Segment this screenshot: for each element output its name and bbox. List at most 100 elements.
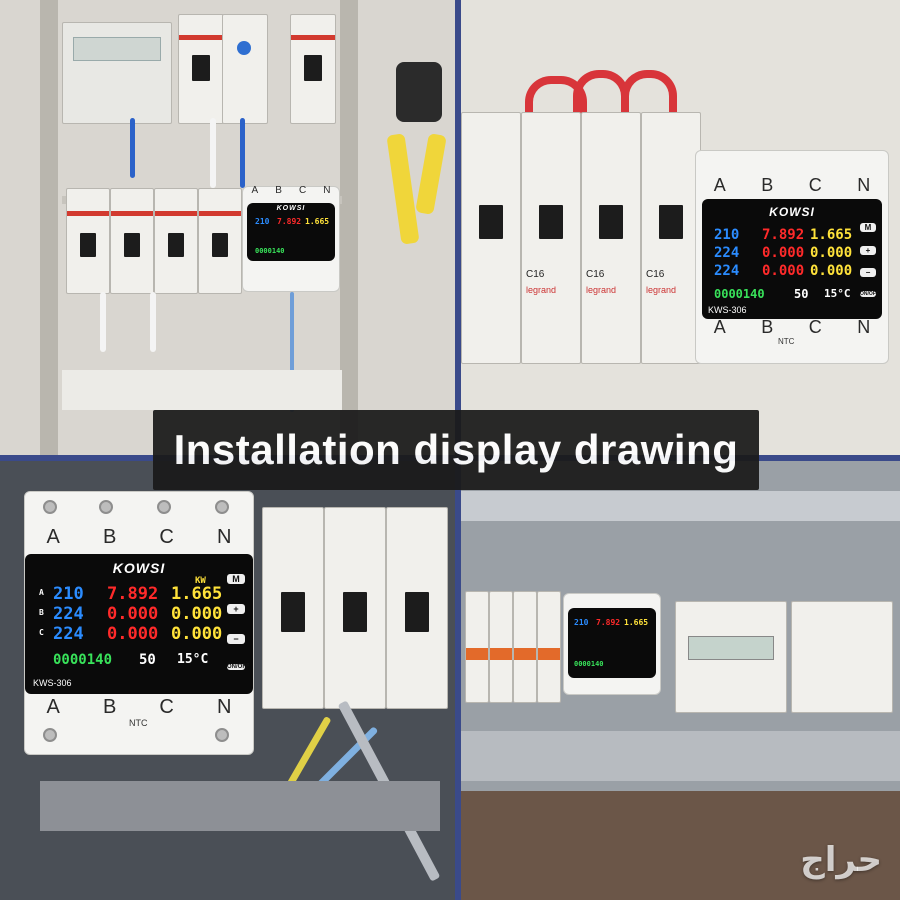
breaker <box>537 591 561 703</box>
photo-panel-top-right: C16 legrand C16 legrand C16 legrand A B … <box>461 0 900 455</box>
wire <box>210 118 216 188</box>
wire <box>130 118 135 178</box>
photo-panel-bottom-right: 210 7.892 1.665 0000140 <box>461 461 900 900</box>
breaker <box>198 188 242 294</box>
current-reading: 7.892 <box>277 217 302 226</box>
energy-meter-module <box>675 601 787 713</box>
current-reading: 0.000 <box>107 624 159 644</box>
kws-306-meter-small: 210 7.892 1.665 0000140 <box>563 593 661 695</box>
temperature-reading: 15°C <box>824 287 851 300</box>
power-reading: 0.000 <box>810 263 853 279</box>
minus-button[interactable]: − <box>227 634 245 644</box>
breaker <box>178 14 224 124</box>
breaker: C16 legrand <box>521 112 581 364</box>
terminal-label: C <box>808 317 822 337</box>
power-reading: 0.000 <box>171 604 223 624</box>
breaker-brand: legrand <box>586 285 617 295</box>
voltage-reading: 210 <box>574 618 589 627</box>
terminal-block <box>62 370 342 410</box>
unit-kw-label: KW <box>195 576 206 586</box>
power-button[interactable]: ON/OFF <box>227 664 250 670</box>
menu-button[interactable]: M <box>860 223 876 232</box>
frequency-reading: 50 <box>139 652 156 668</box>
terminal-label: C <box>808 175 822 195</box>
minus-button[interactable]: − <box>860 268 876 278</box>
voltage-reading: 224 <box>53 604 84 624</box>
temperature-reading: 15°C <box>177 652 209 667</box>
voltage-reading: 224 <box>53 624 84 644</box>
meter-buttons: M + − ON/OFF <box>227 574 250 670</box>
power-reading: 1.665 <box>305 217 330 226</box>
breaker: C16 legrand <box>581 112 641 364</box>
terminal-label: N <box>857 175 871 195</box>
breaker <box>324 507 386 709</box>
terminal-label: C <box>298 185 307 196</box>
energy-reading: 0000140 <box>714 287 765 301</box>
power-button[interactable]: ON/OFF <box>860 290 879 297</box>
terminal-label: B <box>761 317 774 337</box>
power-reading: 1.665 <box>171 584 223 604</box>
ntc-label: NTC <box>129 718 148 728</box>
meter-display: 210 7.892 1.665 0000140 <box>568 608 656 678</box>
photo-panel-top-left: A B C N KOWSI 210 7.892 1.665 0000140 <box>0 0 455 455</box>
photo-panel-bottom-left: A B C N KOWSI KW A B C 210 7.892 1.665 2… <box>0 461 455 900</box>
frequency-reading: 50 <box>794 287 809 301</box>
ntc-label: NTC <box>778 337 795 346</box>
menu-button[interactable]: M <box>227 574 245 584</box>
terminal-label: B <box>102 526 117 548</box>
phase-label: A <box>39 588 44 597</box>
breaker <box>290 14 336 124</box>
plus-button[interactable]: + <box>227 604 245 614</box>
meter-brand: KOWSI <box>276 205 306 212</box>
screw-icon <box>99 500 113 514</box>
screw-icon <box>157 500 171 514</box>
current-reading: 7.892 <box>107 584 159 604</box>
voltage-reading: 210 <box>53 584 84 604</box>
power-reading: 0.000 <box>810 245 853 261</box>
terminal-label: N <box>857 317 871 337</box>
breaker <box>489 591 513 703</box>
terminal-label: A <box>713 317 726 337</box>
current-reading: 7.892 <box>762 227 805 243</box>
energy-reading: 0000140 <box>255 247 285 255</box>
power-reading: 0.000 <box>171 624 223 644</box>
breaker-brand: legrand <box>646 285 677 295</box>
terminal-label: A <box>46 696 60 718</box>
screw-icon <box>215 728 229 742</box>
meter-brand: KOWSI <box>112 560 166 576</box>
voltage-reading: 224 <box>714 245 740 261</box>
terminal-label: A <box>713 175 726 195</box>
watermark-logo: حراج <box>800 840 882 880</box>
terminal-label: B <box>102 696 117 718</box>
breaker <box>222 14 268 124</box>
power-reading: 1.665 <box>810 227 853 243</box>
energy-meter-module <box>62 22 172 124</box>
busbar-area <box>461 791 900 900</box>
plus-button[interactable]: + <box>860 245 876 255</box>
meter-brand: KOWSI <box>769 205 815 219</box>
breaker: C16 legrand <box>641 112 701 364</box>
breaker <box>386 507 448 709</box>
meter-display: KOWSI 210 7.892 1.665 224 0.000 0.000 22… <box>702 199 882 319</box>
energy-reading: 0000140 <box>574 660 604 668</box>
terminal-label: B <box>275 185 282 196</box>
energy-reading: 0000140 <box>53 652 113 668</box>
crimping-tool <box>386 62 448 252</box>
cable-duct <box>461 731 900 781</box>
energy-meter-module <box>791 601 893 713</box>
phase-label: C <box>39 628 44 637</box>
breaker <box>262 507 324 709</box>
meter-model: KWS-306 <box>33 678 72 688</box>
terminal-label: A <box>251 185 259 196</box>
kws-306-meter-small: A B C N KOWSI 210 7.892 1.665 0000140 <box>242 185 340 292</box>
wire <box>100 292 106 352</box>
kws-306-meter: A B C N KOWSI 210 7.892 1.665 224 0.000 … <box>695 150 889 364</box>
screw-icon <box>43 500 57 514</box>
kws-306-meter-large: A B C N KOWSI KW A B C 210 7.892 1.665 2… <box>24 491 254 755</box>
voltage-reading: 210 <box>714 227 740 243</box>
terminal-label: C <box>159 696 174 718</box>
breaker <box>66 188 110 294</box>
terminal-label: B <box>761 175 774 195</box>
energy-meter-lcd <box>688 636 774 660</box>
cable-duct <box>40 781 440 831</box>
